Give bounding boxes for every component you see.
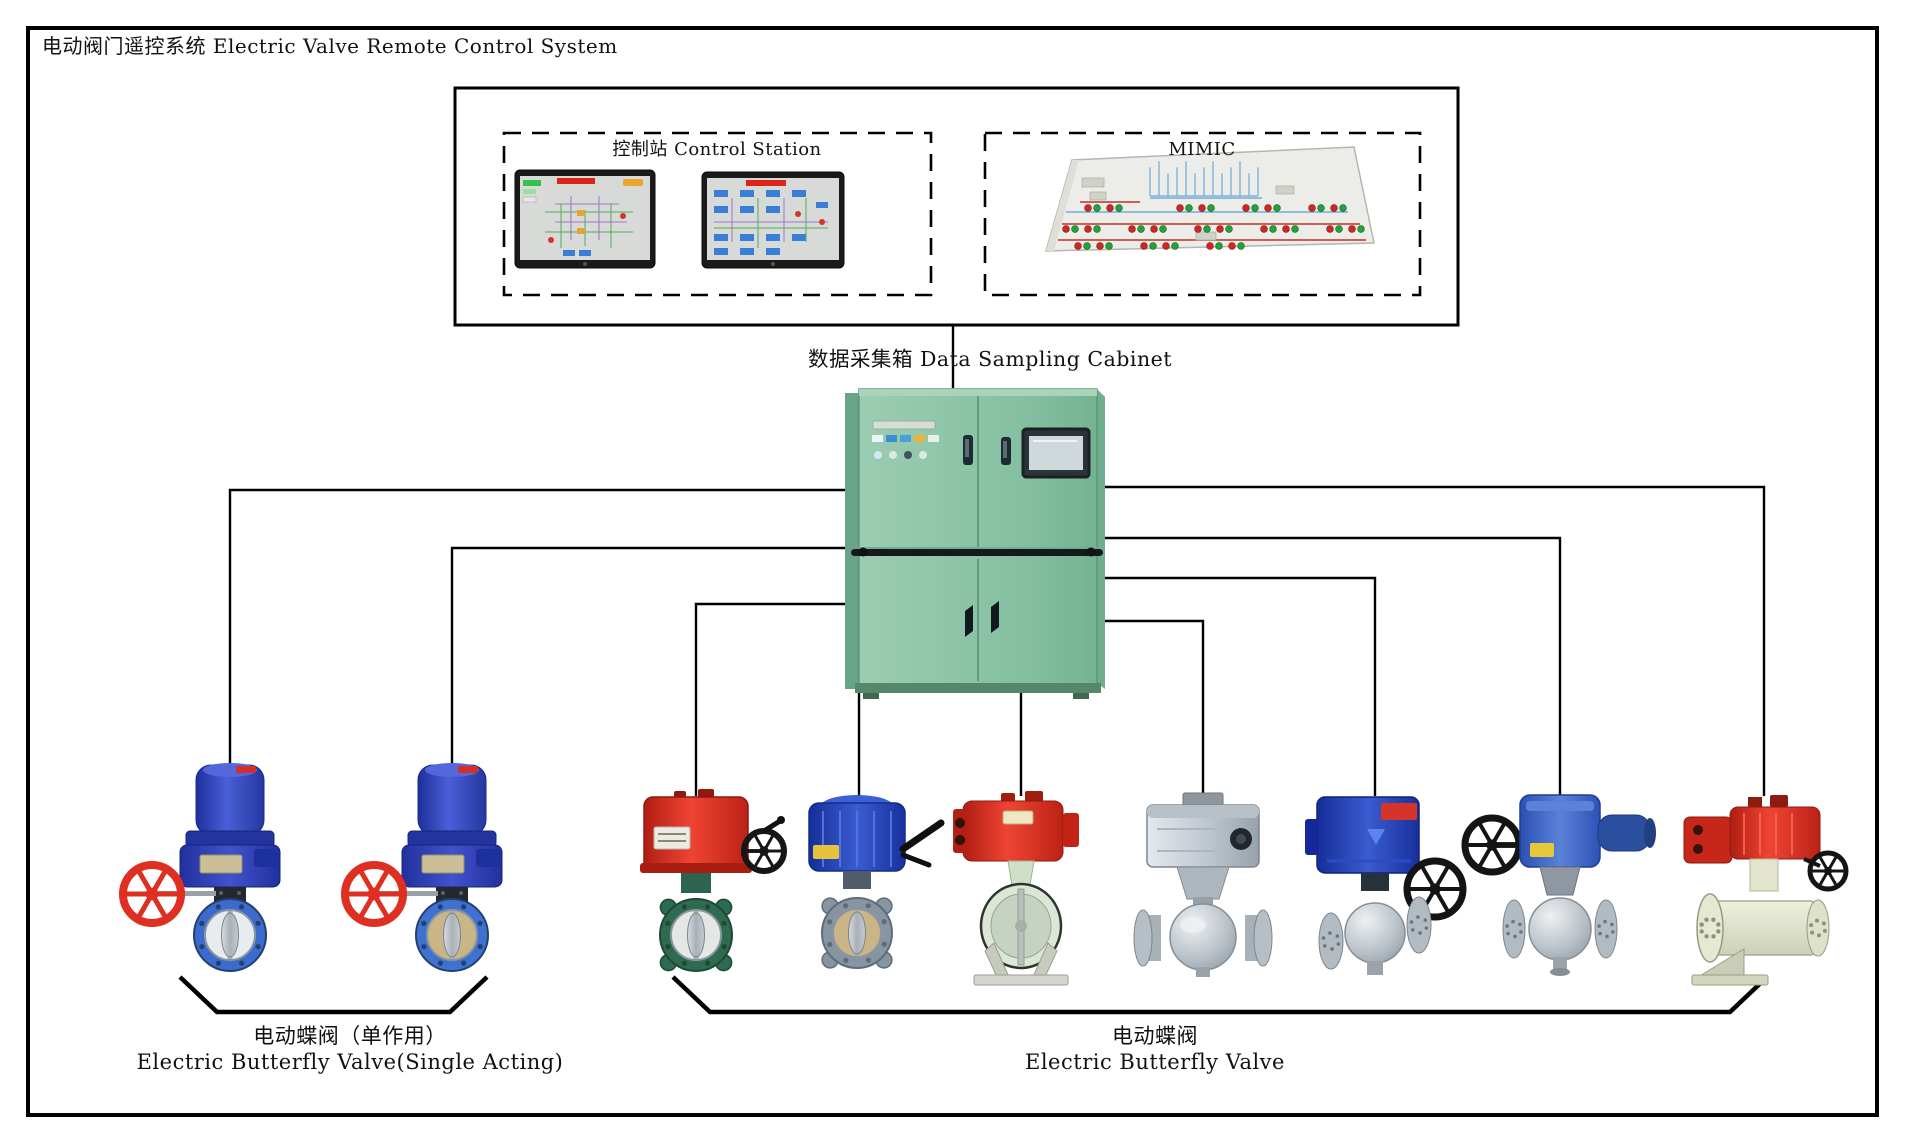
control-station-label: 控制站 Control Station [612, 139, 822, 160]
right-group-label-en: Electric Butterfly Valve [1025, 1050, 1285, 1075]
mimic-panel [1044, 146, 1375, 252]
right-group-label: 电动蝶阀 Electric Butterfly Valve [830, 1023, 1480, 1076]
right-group-label-zh: 电动蝶阀 [1112, 1024, 1198, 1048]
connection-lines [228, 485, 1766, 796]
right-group-brace [671, 975, 1769, 1015]
page-title: 电动阀门遥控系统 Electric Valve Remote Control S… [42, 34, 618, 58]
ball-valve-navy-actuator-icon [1305, 796, 1467, 975]
ball-valve-blue-side-motor-icon [1461, 794, 1656, 976]
control-station-monitor-1 [514, 169, 656, 269]
line-to-valve-6 [1098, 619, 1205, 796]
damper-valve-red-actuator-icon [953, 791, 1079, 986]
ball-valve-silver-actuator-icon [1133, 792, 1273, 977]
data-sampling-cabinet-image [845, 388, 1105, 699]
valves-layer [119, 763, 1849, 986]
ball-valve-red-horizontal-icon [1683, 795, 1849, 986]
control-station-monitor-2 [701, 171, 845, 269]
butterfly-valve-single-acting-2-icon [341, 763, 503, 972]
cabinet-label: 数据采集箱 Data Sampling Cabinet [807, 347, 1173, 371]
outer-frame [26, 26, 1879, 1117]
mimic-dashed-box [983, 131, 1422, 297]
butterfly-valve-blue-actuator-icon [808, 795, 945, 969]
line-to-valve-7 [1098, 576, 1377, 796]
left-group-label-zh: 电动蝶阀（单作用） [253, 1024, 447, 1048]
left-group-label-en: Electric Butterfly Valve(Single Acting) [136, 1050, 564, 1075]
line-to-valve-2 [450, 546, 852, 766]
upper-station-box [453, 86, 1460, 327]
line-to-valve-8 [1098, 536, 1562, 796]
line-to-valve-9 [1098, 485, 1766, 796]
line-to-valve-1 [228, 488, 852, 766]
butterfly-valve-single-acting-1-icon [119, 763, 281, 972]
butterfly-valve-red-actuator-icon [640, 789, 787, 972]
line-to-valve-3 [694, 602, 852, 796]
left-group-brace [178, 975, 489, 1015]
left-group-label: 电动蝶阀（单作用） Electric Butterfly Valve(Singl… [70, 1023, 630, 1076]
control-station-dashed-box [502, 131, 933, 297]
mimic-label: MIMIC [1168, 139, 1236, 160]
